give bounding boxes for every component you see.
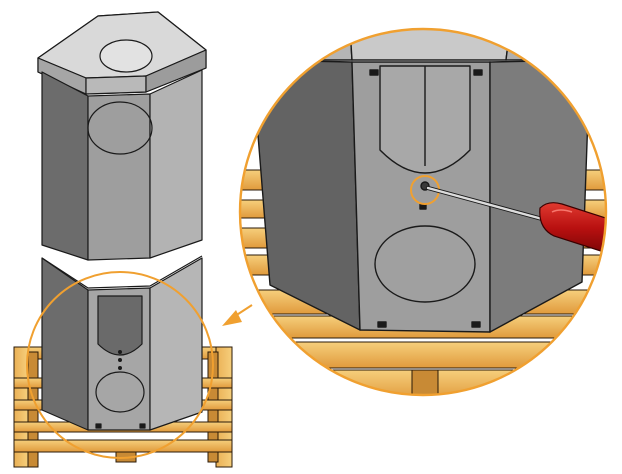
zoom-detail [240,29,606,395]
callout-ring [26,271,214,459]
pellet-stove-icon [251,29,591,333]
pellet-stove-icon [37,11,207,431]
arrow-icon [222,304,253,326]
callout-ring [238,27,608,397]
